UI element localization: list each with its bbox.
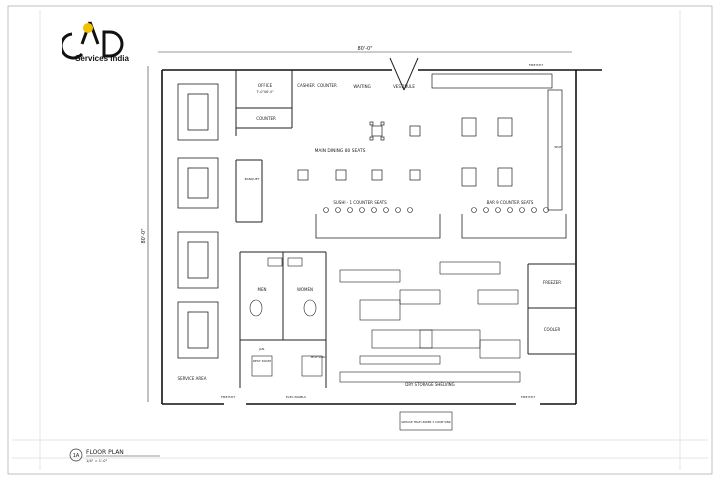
rest-room-label: REST ROOM xyxy=(253,359,271,363)
office-size-label: 7'-0"X6'-0" xyxy=(256,90,274,94)
drawing-title: FLOOR PLAN xyxy=(86,449,124,456)
men-label: MEN xyxy=(258,287,267,292)
interior-walls xyxy=(235,57,576,388)
exterior-walls xyxy=(161,69,602,405)
mop-sink-label: MOP SINK xyxy=(311,355,327,359)
sushi-counter-label: SUSHI - 1 COUNTER SEATS xyxy=(333,200,387,205)
room-labels: OFFICE 7'-0"X6'-0" CASHIER COUNTER WAITI… xyxy=(178,63,562,399)
counters xyxy=(315,207,567,239)
janitor-label: JAN. xyxy=(258,347,265,351)
sheet-border xyxy=(7,5,713,475)
freezer-label: FREEZER xyxy=(543,280,561,285)
vestibule-label: VESTIBULE xyxy=(393,84,415,89)
drawing-scale: 1/4" = 1'-0" xyxy=(86,459,108,463)
seat-label: SEAT xyxy=(554,145,562,149)
office-label: OFFICE xyxy=(258,83,273,88)
cooler-label: COOLER xyxy=(544,327,561,332)
fire-exit-right-label: FIRE EXIT xyxy=(521,395,535,399)
house-icon xyxy=(83,23,93,33)
fire-exit-left-label: FIRE EXIT xyxy=(221,395,235,399)
left-dimension: 80'-0" xyxy=(141,228,147,243)
main-dining-label: MAIN DINING 80 SEATS xyxy=(315,148,366,154)
grease-trap-note: GREASE TRAP UNDER 3 COMP SINK xyxy=(401,420,451,424)
dining-tables xyxy=(297,73,563,211)
elec-panels-label: ELEC PANELS xyxy=(286,395,306,399)
banquet-label: BANQUET xyxy=(245,177,260,181)
restroom-fixtures xyxy=(249,257,323,377)
kitchen-equipment xyxy=(339,261,521,383)
brand-name: Services India xyxy=(75,54,129,63)
drawing-number: 1A xyxy=(73,453,80,459)
service-area-label: SERVICE AREA xyxy=(178,376,207,381)
women-label: WOMEN xyxy=(297,287,313,292)
drawing-number-circle xyxy=(69,448,83,462)
note-box xyxy=(399,411,453,431)
counter-top-label: COUNTER xyxy=(317,83,337,88)
counter-office-label: COUNTER xyxy=(256,116,276,121)
top-dimension: 80'-0" xyxy=(357,46,372,52)
waiting-label: WAITING xyxy=(353,84,370,89)
cashier-label: CASHIER xyxy=(297,83,315,88)
fire-exit-top-label: FIRE EXIT xyxy=(529,63,543,67)
dry-storage-label: DRY STORAGE SHELVING xyxy=(405,382,455,387)
brand-logo xyxy=(62,21,124,60)
left-booths xyxy=(177,83,219,359)
bar-counter-label: BAR 9 COUNTER SEATS xyxy=(487,200,534,205)
